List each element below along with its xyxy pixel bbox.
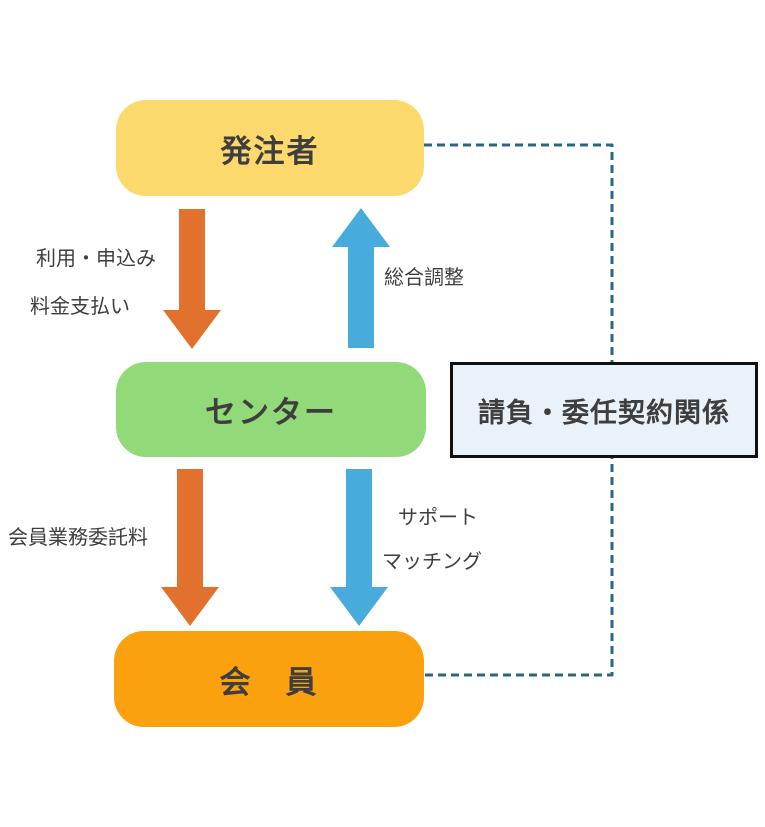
orderer-box: 発注者 [116,100,424,196]
center-to-orderer-arrow [332,208,390,348]
center-to-member-support-arrow [330,469,388,626]
usage-application-label: 利用・申込み [36,248,156,270]
contract-relationship-panel: 請負・委任契約関係 [450,362,758,458]
overall-coordination-label: 総合調整 [384,267,464,289]
center-box: センター [116,362,426,457]
center-to-member-fee-arrow [161,469,219,626]
center-label: センター [205,395,337,430]
member-label: 会 員 [219,664,319,700]
support-label: サポート [398,507,478,529]
member-commission-fee-label: 会員業務委託料 [8,527,148,549]
matching-label: マッチング [382,551,482,573]
member-box: 会 員 [114,631,424,727]
orderer-label: 発注者 [220,133,320,169]
contract-dashed-connector [423,143,614,677]
contract-relationship-label: 請負・委任契約関係 [478,397,730,428]
orderer-to-center-arrow [163,209,221,349]
fee-payment-label: 料金支払い [30,296,130,318]
